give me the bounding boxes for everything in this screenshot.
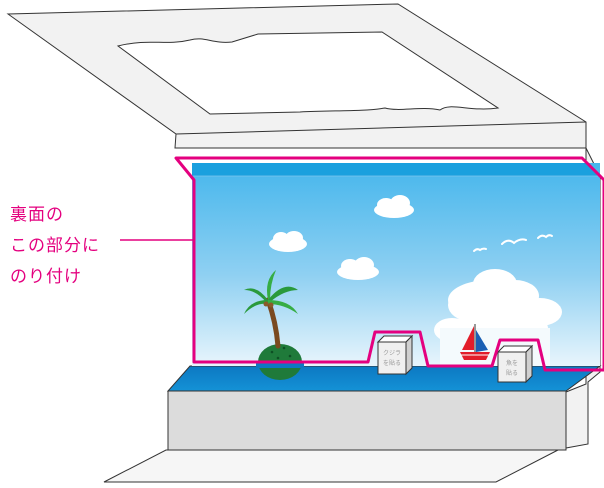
- glue-area-outline: [174, 156, 604, 372]
- seagulls: [473, 234, 553, 252]
- callout-line-2: この部分に: [10, 236, 100, 256]
- lid-window: [116, 31, 500, 115]
- cloud-2: [269, 231, 307, 252]
- whale-label-line-1: クジラ: [383, 350, 401, 357]
- callout-line-3: のり付け: [10, 267, 82, 287]
- whale-label-line-2: を貼る: [383, 359, 401, 367]
- glue-instruction-callout: 裏面の この部分に のり付け: [10, 200, 100, 293]
- cloud-3: [337, 257, 379, 280]
- callout-line-1: 裏面の: [10, 205, 64, 225]
- base-front-face: [167, 390, 567, 451]
- fish-label-line-1: 魚を: [506, 359, 518, 367]
- whale-card-box: クジラ を貼る: [376, 334, 414, 376]
- sailboat: [460, 324, 490, 360]
- fish-label-line-2: 貼る: [506, 369, 518, 377]
- fish-card-box: 魚を 貼る: [496, 344, 534, 384]
- cloud-1: [374, 195, 414, 218]
- bottom-flap: [103, 449, 559, 483]
- lid-flap: [6, 3, 587, 149]
